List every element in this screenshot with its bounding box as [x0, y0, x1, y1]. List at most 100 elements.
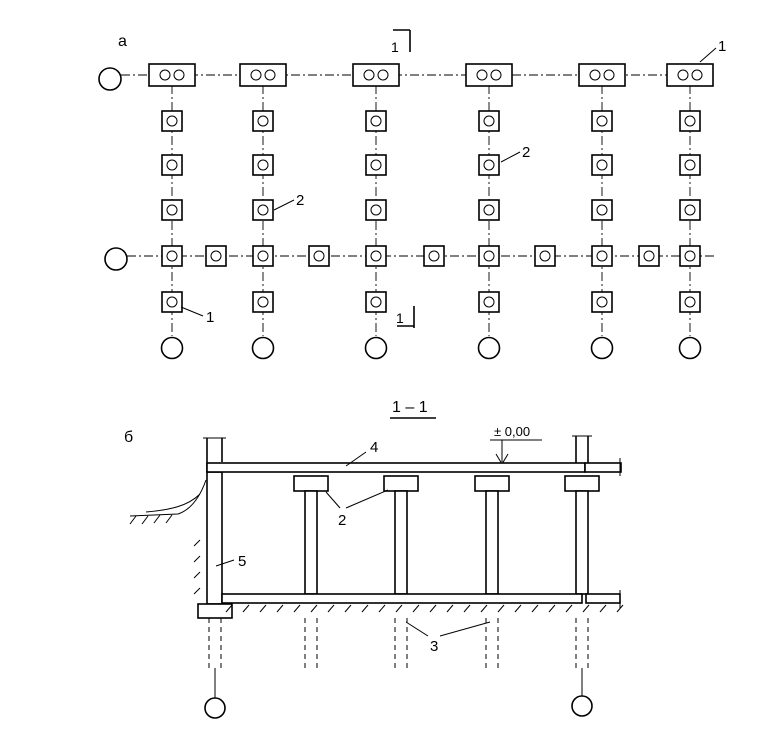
plan-callout-2-left: 2: [273, 192, 304, 211]
double-pile-cap: [352, 63, 400, 87]
hatch-mark: [293, 604, 301, 613]
single-pile-cap: [365, 110, 387, 132]
hatch-mark: [599, 604, 607, 613]
single-pile-cap: [591, 199, 613, 221]
single-pile-cap: [423, 245, 445, 267]
single-pile-cap: [252, 199, 274, 221]
hatch-mark: [429, 604, 437, 613]
axis-bubble: [251, 336, 275, 360]
single-pile-cap: [679, 199, 701, 221]
svg-text:4: 4: [370, 439, 378, 456]
section-mark-top: 1: [391, 29, 411, 55]
double-pile-cap: [148, 63, 196, 87]
section-piles: [204, 618, 593, 719]
section-callout-4: 4: [345, 439, 378, 467]
hatch-mark: [259, 604, 267, 613]
section-callout-5: 5: [215, 553, 246, 570]
hatch-mark: [412, 604, 420, 613]
single-pile-cap: [161, 110, 183, 132]
double-pile-cap: [578, 63, 626, 87]
svg-text:5: 5: [238, 553, 246, 570]
svg-text:1: 1: [718, 38, 726, 55]
section-mark-bottom: 1: [396, 306, 415, 328]
svg-text:3: 3: [430, 638, 438, 655]
hatch-mark: [463, 604, 471, 613]
single-pile-cap: [679, 110, 701, 132]
single-pile-cap: [365, 154, 387, 176]
single-pile-cap: [365, 291, 387, 313]
plan-label: а: [118, 33, 127, 50]
single-pile-cap: [591, 245, 613, 267]
axis-bubble: [160, 336, 184, 360]
single-pile-cap: [679, 291, 701, 313]
section-callout-3: 3: [405, 621, 491, 655]
single-pile-cap: [205, 245, 227, 267]
hatch-mark: [582, 604, 590, 613]
hatch-mark: [531, 604, 539, 613]
floor-slab: [206, 435, 622, 476]
hatch-mark: [514, 604, 522, 613]
axis-bubble: [590, 336, 614, 360]
single-pile-cap: [591, 291, 613, 313]
hatch-mark: [327, 604, 335, 613]
plan-grid-axes: [98, 67, 715, 360]
single-pile-cap: [478, 291, 500, 313]
svg-text:2: 2: [338, 512, 346, 529]
axis-bubble: [571, 695, 593, 717]
single-pile-cap: [252, 154, 274, 176]
single-pile-cap: [591, 154, 613, 176]
plan-callout-2-middle: 2: [500, 144, 530, 163]
axis-bubble: [364, 336, 388, 360]
single-pile-cap: [252, 291, 274, 313]
single-pile-cap: [478, 154, 500, 176]
pile-cap: [383, 475, 419, 492]
single-pile-cap: [679, 245, 701, 267]
hatch-mark: [310, 604, 318, 613]
hatch-mark: [378, 604, 386, 613]
hatch-mark: [497, 604, 505, 613]
hatch-mark: [548, 604, 556, 613]
section-callout-2: 2: [325, 489, 389, 529]
hatch-mark: [344, 604, 352, 613]
single-pile-cap: [638, 245, 660, 267]
elevation-label: ± 0,00: [494, 424, 530, 439]
retaining-wall: [193, 437, 233, 619]
pile: [304, 618, 318, 668]
single-pile-cap: [161, 291, 183, 313]
column: [485, 490, 499, 595]
svg-text:1: 1: [206, 309, 214, 326]
axis-bubble: [104, 247, 128, 271]
single-pile-cap: [534, 245, 556, 267]
single-pile-cap: [161, 199, 183, 221]
plan-callout-1-bottom-left: 1: [180, 306, 214, 326]
hatch-mark: [480, 604, 488, 613]
single-pile-cap: [591, 110, 613, 132]
section-mark-bottom-label: 1: [396, 310, 404, 326]
svg-text:2: 2: [296, 192, 304, 209]
axis-bubble: [477, 336, 501, 360]
double-pile-cap: [239, 63, 287, 87]
plan-view: а 1 1 1 2 2 1: [98, 29, 726, 360]
section-title: 1 – 1: [392, 399, 428, 416]
hatch-mark: [446, 604, 454, 613]
svg-text:2: 2: [522, 144, 530, 161]
single-pile-cap: [365, 199, 387, 221]
pile-cap: [293, 475, 329, 492]
pile-cap: [474, 475, 510, 492]
hatch-mark: [242, 604, 250, 613]
section-label: б: [124, 429, 133, 446]
grade-beam: [221, 590, 621, 608]
single-pile-cap: [478, 199, 500, 221]
single-pile-cap: [365, 245, 387, 267]
pile-cap: [564, 475, 600, 492]
single-pile-cap: [252, 245, 274, 267]
hatch-mark: [565, 604, 573, 613]
axis-bubble: [98, 67, 122, 91]
single-pile-cap: [478, 245, 500, 267]
axis-bubble: [678, 336, 702, 360]
double-pile-cap: [666, 63, 714, 87]
plan-pile-caps: [148, 63, 714, 313]
ground-left: [129, 479, 207, 525]
hatch-mark: [225, 604, 233, 613]
